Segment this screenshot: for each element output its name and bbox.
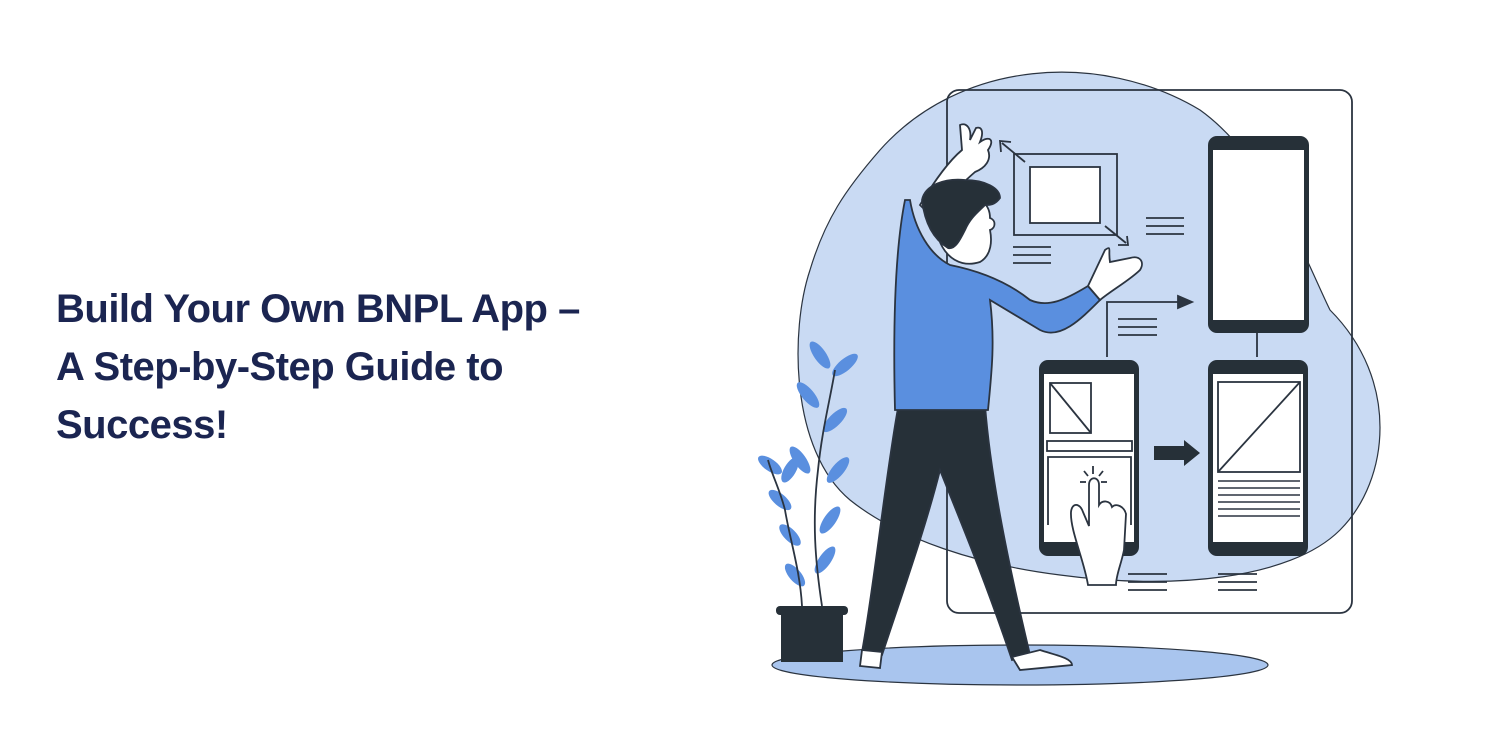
phone-article-icon — [1208, 360, 1308, 556]
person-figure — [858, 123, 1143, 671]
tapping-hand-icon — [1070, 466, 1127, 586]
potted-plant-icon — [758, 341, 858, 662]
headline-line-3: Success! — [56, 403, 228, 447]
headline-line-1: Build Your Own BNPL App – — [56, 287, 580, 331]
phone-blank-icon — [1208, 136, 1309, 333]
headline-line-2: A Step-by-Step Guide to — [56, 345, 504, 389]
text-lines-decoration — [1013, 217, 1257, 591]
resize-frame-icon — [999, 140, 1130, 246]
page-title: Build Your Own BNPL App – A Step-by-Step… — [56, 280, 696, 454]
right-arrow-icon — [1154, 440, 1200, 466]
